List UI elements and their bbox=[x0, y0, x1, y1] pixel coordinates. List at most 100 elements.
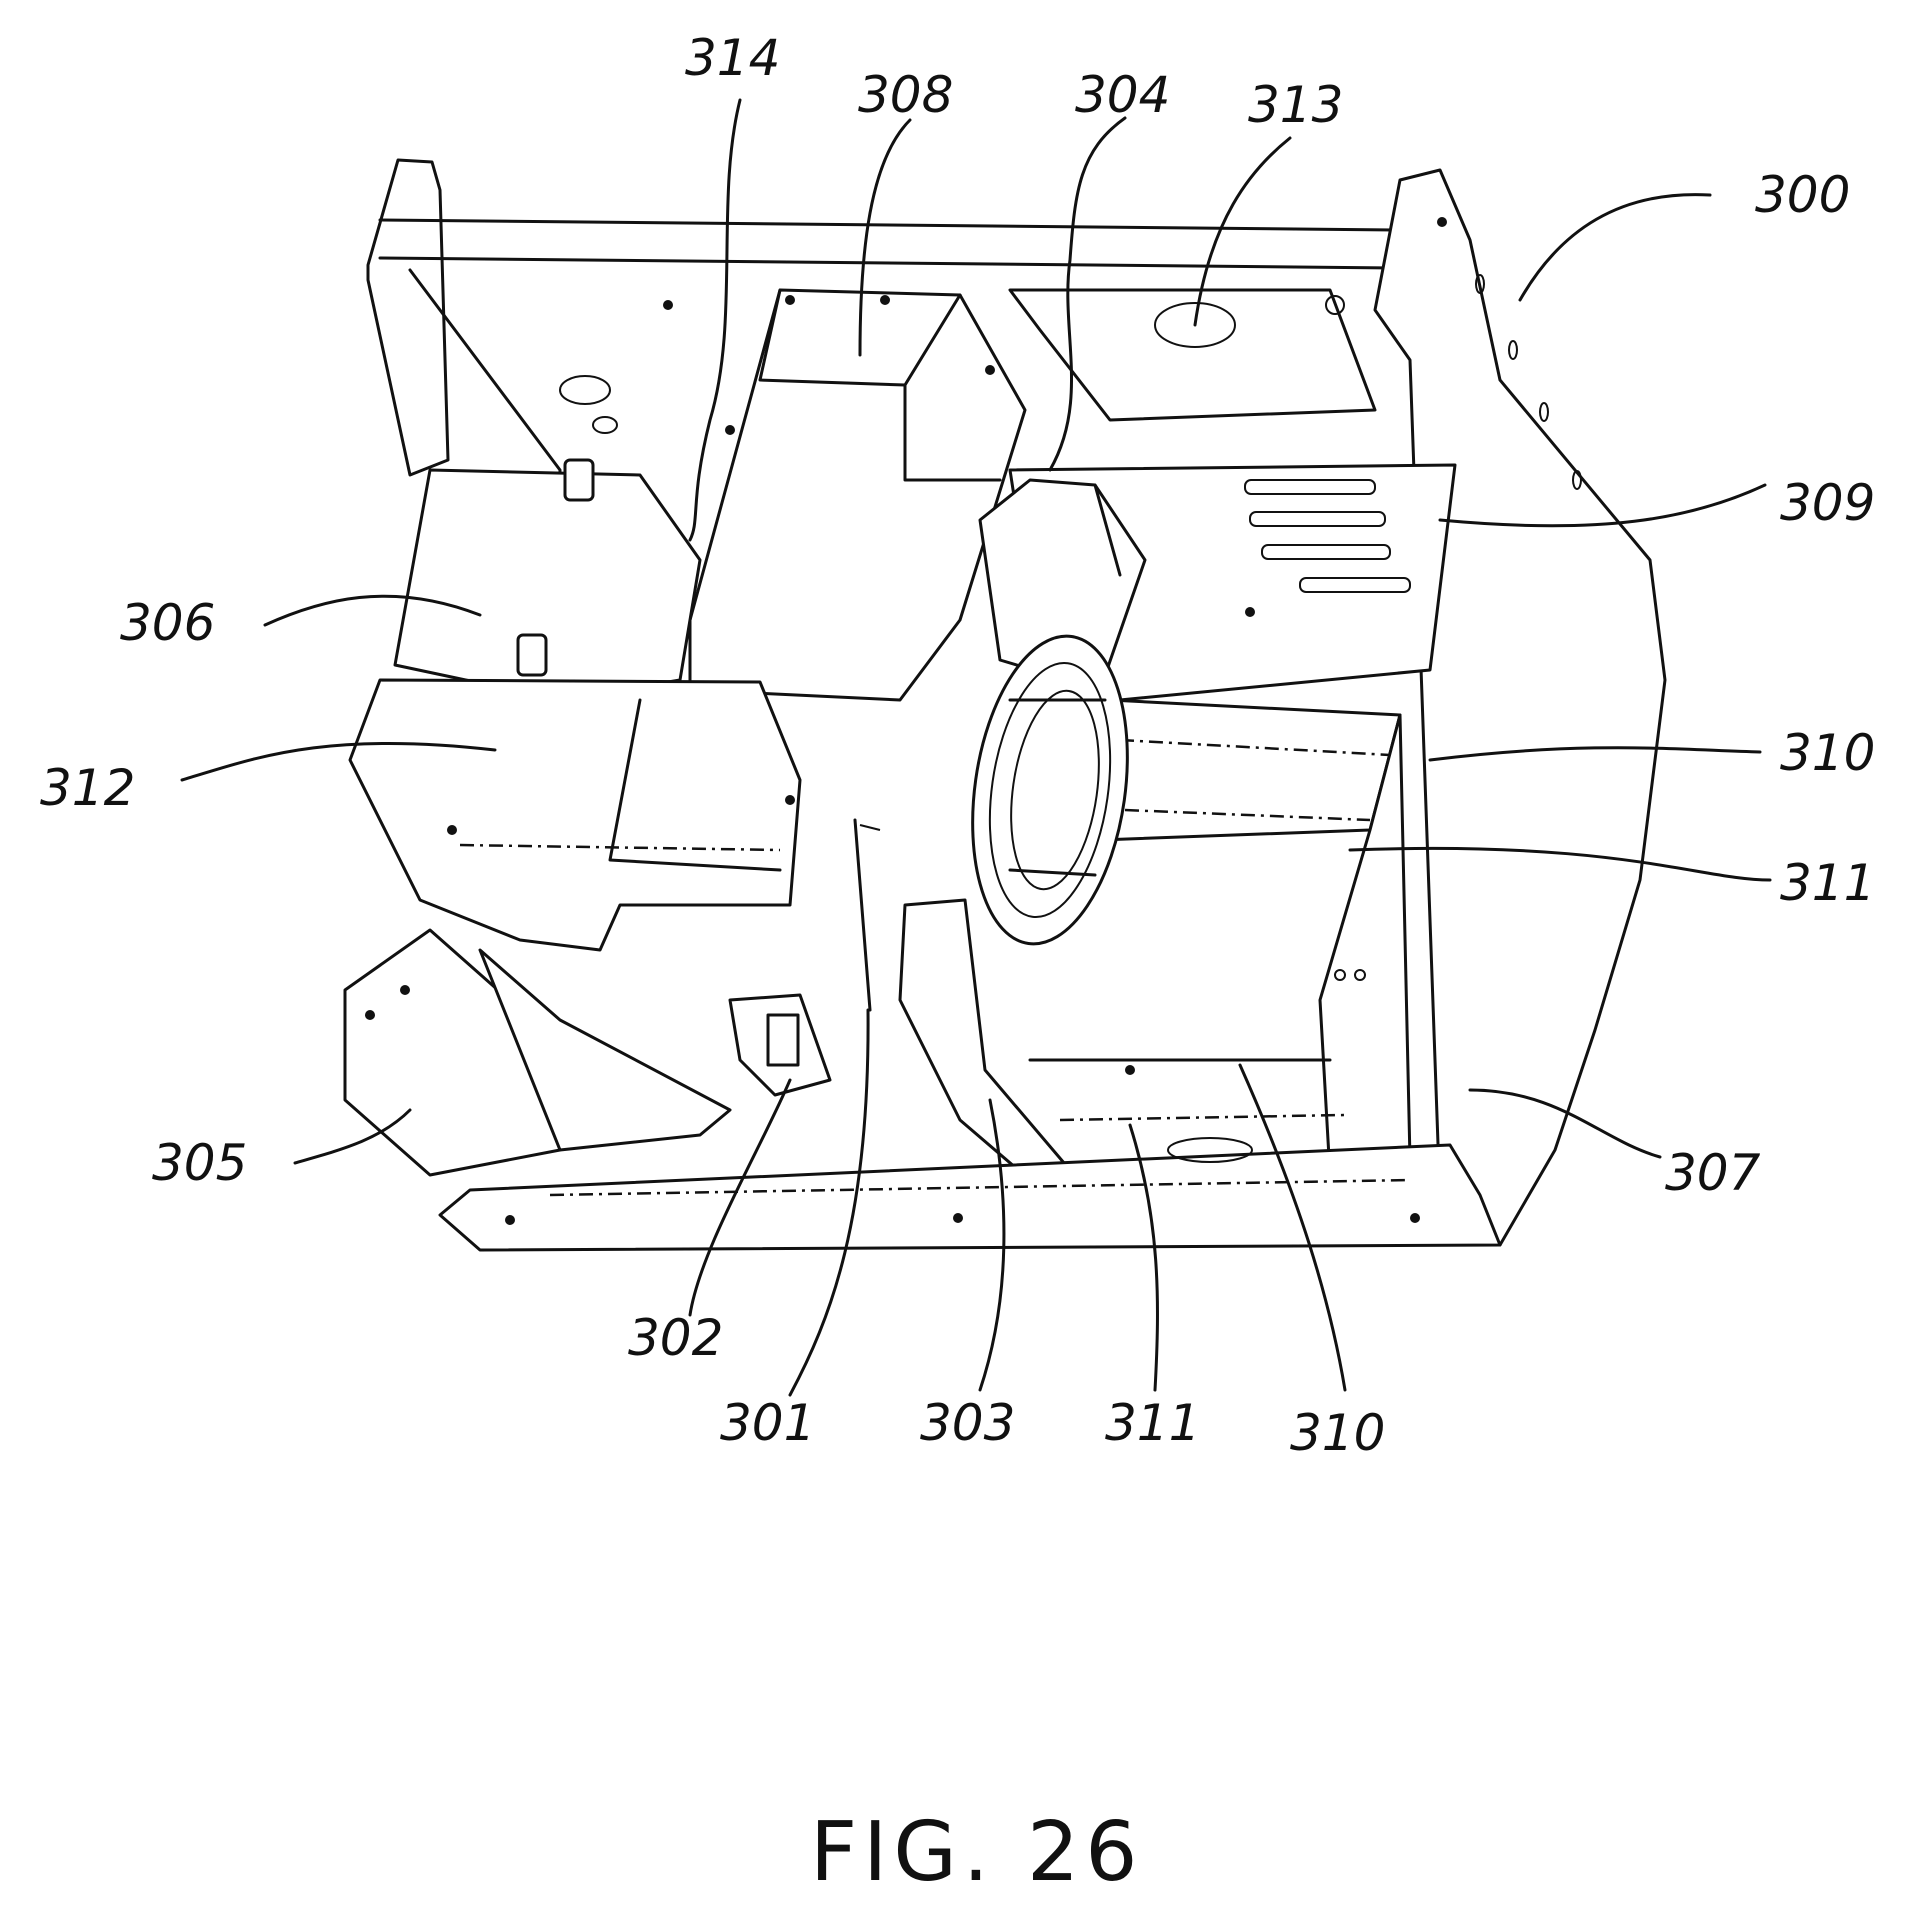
mount-hole bbox=[1125, 1065, 1135, 1075]
ring-inner bbox=[988, 661, 1112, 919]
label-310-bottom: 310 bbox=[1290, 1404, 1385, 1462]
leader-313 bbox=[1193, 136, 1292, 327]
mount-hole bbox=[785, 795, 795, 805]
label-314: 314 bbox=[685, 29, 780, 87]
shaft-301-cap bbox=[859, 824, 881, 831]
leader-305 bbox=[293, 1108, 412, 1165]
latch bbox=[563, 458, 595, 502]
box-308-edge bbox=[758, 288, 962, 387]
leader-312 bbox=[180, 741, 497, 782]
leader-311-right bbox=[1348, 846, 1772, 882]
top-rail-upper bbox=[378, 218, 1397, 232]
left-flange bbox=[366, 158, 450, 477]
mount-hole bbox=[785, 295, 795, 305]
latch-302 bbox=[766, 1013, 800, 1067]
mount-hole bbox=[1354, 969, 1366, 981]
label-306: 306 bbox=[120, 594, 215, 652]
base-plate bbox=[438, 1143, 1502, 1252]
rear-top-plate bbox=[1008, 288, 1377, 422]
box-308-step bbox=[903, 383, 1002, 482]
vent-oval bbox=[592, 416, 618, 434]
right-rails bbox=[1098, 698, 1412, 1177]
opening-313 bbox=[1154, 302, 1236, 348]
mount-hole bbox=[1334, 969, 1346, 981]
label-303: 303 bbox=[920, 1394, 1015, 1452]
box-312-body bbox=[348, 678, 802, 952]
rail-311-centerline-bottom bbox=[1059, 1113, 1346, 1122]
label-301: 301 bbox=[720, 1394, 815, 1452]
mount-hole bbox=[505, 1215, 515, 1225]
rail-305 bbox=[478, 948, 732, 1152]
mount-hole bbox=[1325, 295, 1345, 315]
box-312-centerline bbox=[459, 843, 781, 852]
mount-hole bbox=[400, 985, 410, 995]
label-300: 300 bbox=[1755, 166, 1850, 224]
rail-centerline bbox=[1119, 738, 1391, 757]
vent-slot bbox=[1249, 511, 1386, 527]
leader-310-right bbox=[1428, 746, 1762, 762]
mount-hole bbox=[953, 1213, 963, 1223]
box-312 bbox=[348, 678, 802, 952]
leader-309 bbox=[1438, 483, 1767, 528]
right-side-panel bbox=[1373, 168, 1667, 1247]
box-306-body bbox=[393, 468, 702, 702]
ring-assembly bbox=[971, 634, 1129, 946]
base-centerline bbox=[549, 1178, 1411, 1197]
leader-314 bbox=[688, 98, 742, 542]
leader-308 bbox=[858, 118, 912, 357]
label-302: 302 bbox=[628, 1309, 723, 1367]
leader-301 bbox=[788, 1008, 870, 1397]
label-307: 307 bbox=[1665, 1144, 1761, 1202]
mount-hole bbox=[985, 365, 995, 375]
label-309: 309 bbox=[1780, 474, 1875, 532]
leader-302 bbox=[688, 1078, 792, 1317]
mount-hole bbox=[1572, 470, 1582, 490]
vent-slot bbox=[1244, 479, 1376, 495]
box-306 bbox=[393, 458, 702, 702]
label-308: 308 bbox=[858, 66, 953, 124]
box-308-body bbox=[688, 288, 1027, 702]
vent-slot bbox=[1299, 577, 1411, 593]
mount-hole bbox=[1475, 274, 1485, 294]
leader-lines bbox=[180, 98, 1772, 1397]
mount-hole bbox=[1539, 402, 1549, 422]
leader-310-bottom bbox=[1238, 1063, 1347, 1392]
label-305: 305 bbox=[152, 1134, 247, 1192]
mount-hole bbox=[725, 425, 735, 435]
vent-slot bbox=[1261, 544, 1391, 560]
leader-311-bottom bbox=[1128, 1123, 1159, 1392]
rail-310-right bbox=[1098, 698, 1402, 842]
mount-hole bbox=[1245, 607, 1255, 617]
label-311-bottom: 311 bbox=[1105, 1394, 1200, 1452]
mount-hole bbox=[663, 300, 673, 310]
label-310-right: 310 bbox=[1780, 724, 1875, 782]
shaft-301 bbox=[853, 818, 872, 1012]
latch bbox=[516, 633, 548, 677]
mount-hole bbox=[1410, 1213, 1420, 1223]
box-312-edge bbox=[608, 698, 782, 872]
vent-oval bbox=[559, 375, 611, 405]
label-312: 312 bbox=[40, 759, 135, 817]
rail-311-centerline bbox=[1124, 808, 1371, 822]
leader-303 bbox=[978, 1098, 1006, 1392]
figure-caption: FIG. 26 bbox=[810, 1805, 1143, 1900]
mount-hole bbox=[880, 295, 890, 305]
top-rail-lower bbox=[378, 256, 1397, 270]
label-313: 313 bbox=[1248, 76, 1343, 134]
leader-307 bbox=[1468, 1088, 1662, 1159]
label-311-right: 311 bbox=[1780, 854, 1875, 912]
box-308 bbox=[688, 288, 1027, 702]
mount-hole bbox=[1437, 217, 1447, 227]
mount-hole bbox=[365, 1010, 375, 1020]
leader-300 bbox=[1518, 193, 1712, 302]
leader-304 bbox=[1048, 116, 1127, 472]
mount-hole bbox=[1508, 340, 1518, 360]
bracket-edge bbox=[1093, 483, 1122, 577]
chassis-frame bbox=[366, 158, 1667, 1247]
bottom-base bbox=[438, 1058, 1502, 1252]
label-304: 304 bbox=[1075, 66, 1170, 124]
front-left-assembly bbox=[343, 928, 732, 1177]
reference-labels: 314 308 304 313 300 309 310 311 307 306 … bbox=[40, 29, 1875, 1462]
